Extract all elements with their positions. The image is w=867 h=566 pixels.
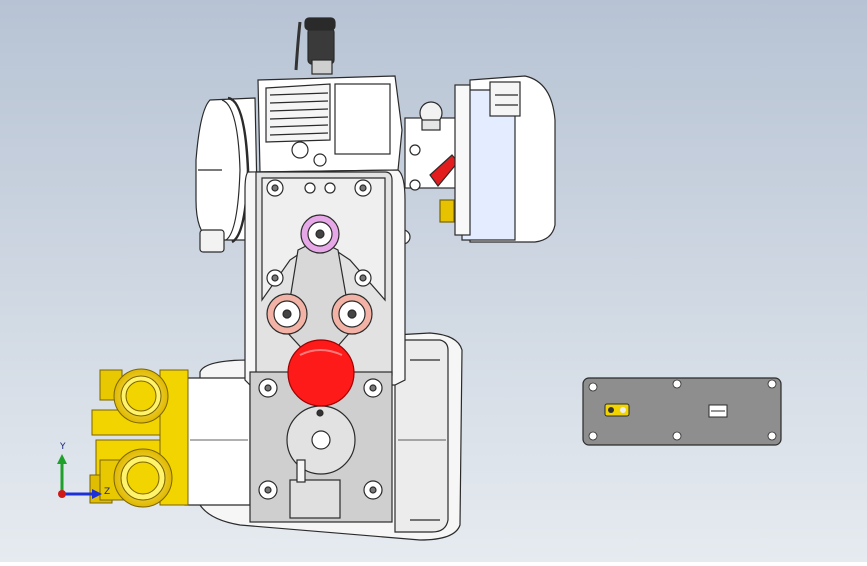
- cylinder-head[interactable]: [257, 75, 403, 173]
- mount-plate-bolts: [266, 179, 372, 287]
- x-axis-dot: [58, 490, 66, 498]
- side-plate-holes: [588, 379, 777, 441]
- orientation-triad[interactable]: Y Z: [46, 440, 116, 510]
- brass-fitting-assembly[interactable]: [89, 368, 189, 508]
- spark-plug-cap[interactable]: [294, 17, 336, 75]
- side-plate-part[interactable]: [582, 377, 782, 446]
- y-axis-label: Y: [60, 442, 66, 452]
- red-cap[interactable]: [287, 339, 355, 407]
- engine-assembly[interactable]: [89, 17, 556, 541]
- starter-housing[interactable]: [195, 96, 259, 253]
- z-axis-label: Z: [104, 487, 111, 497]
- center-bushing[interactable]: [300, 214, 340, 254]
- left-bushing[interactable]: [266, 293, 308, 335]
- triad-graphic: [57, 454, 102, 499]
- right-bushing[interactable]: [331, 293, 373, 335]
- air-filter-housing[interactable]: [454, 75, 556, 243]
